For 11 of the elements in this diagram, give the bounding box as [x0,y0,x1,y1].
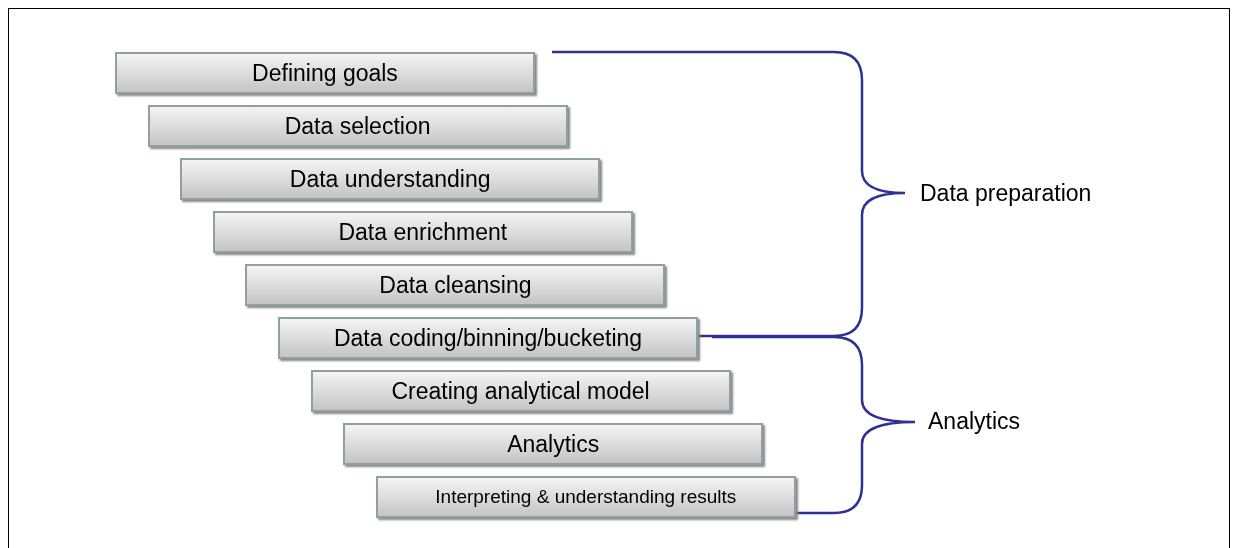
group-label: Analytics [928,408,1021,435]
step-box: Data selection [147,105,568,147]
group-label: Data preparation [920,180,1092,207]
step-box: Defining goals [115,52,535,94]
step-box: Data coding/binning/bucketing [278,317,698,359]
step-box: Data cleansing [245,264,666,306]
step-box: Data enrichment [212,211,633,253]
step-box: Interpreting & understanding results [375,476,796,518]
step-box: Creating analytical model [310,370,731,412]
step-box: Data understanding [180,158,601,200]
step-box: Analytics [343,423,764,465]
